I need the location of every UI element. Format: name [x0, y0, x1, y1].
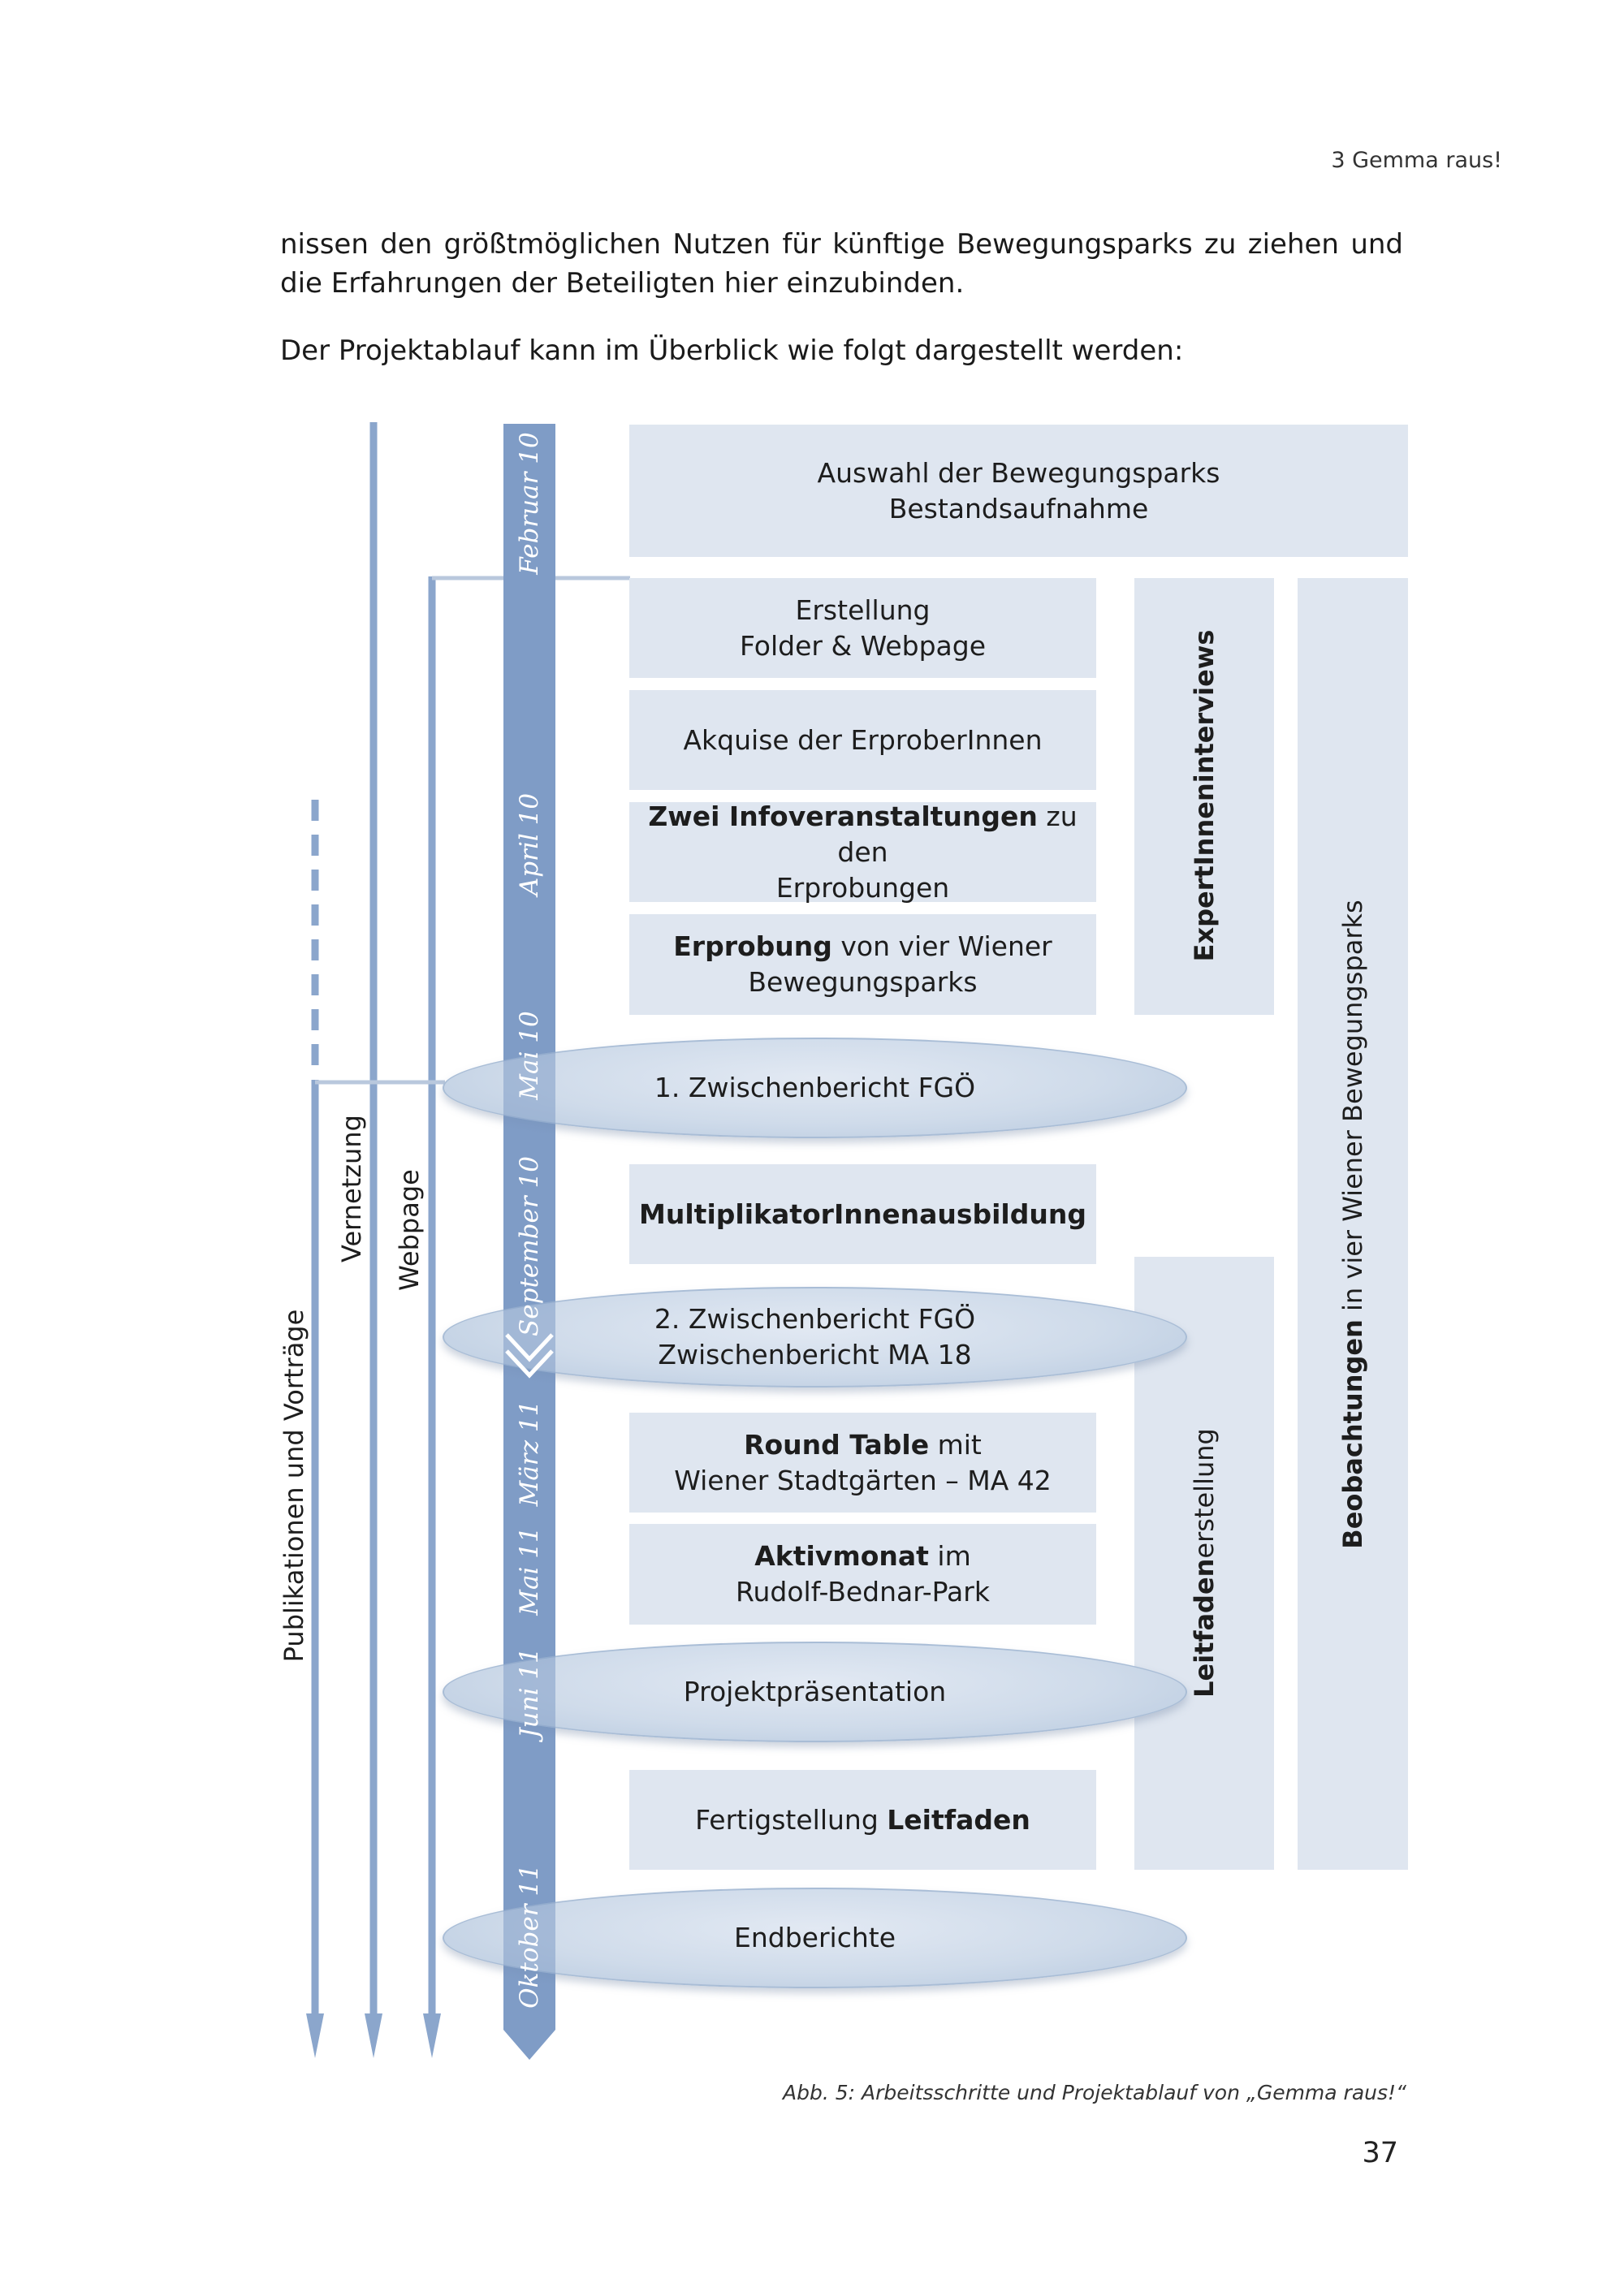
figure-caption: Abb. 5: Arbeitsschritte und Projektablau…: [783, 2081, 1406, 2104]
intro-paragraph: nissen den größtmöglichen Nutzen für kün…: [280, 228, 1403, 300]
timeline-bar-front: [503, 424, 555, 2060]
webpage-arrowhead: [423, 2013, 441, 2058]
step-fertigstellung: Fertigstellung Leitfaden: [629, 1770, 1096, 1870]
month-label: Juni 11: [515, 1647, 544, 1738]
expert-interviews-column: [1134, 578, 1274, 1015]
overview-paragraph: Der Projektablauf kann im Überblick wie …: [280, 334, 1184, 367]
beobachtungen-column: [1298, 578, 1408, 1870]
vernetzung-arrowhead: [365, 2013, 382, 2058]
month-label: Oktober 11: [515, 1864, 544, 2009]
running-header: 3 Gemma raus!: [1331, 148, 1502, 173]
month-label: September 10: [515, 1156, 544, 1336]
timeline-chevron-front: [505, 1333, 554, 1362]
timeline-chevron-front: [505, 1349, 554, 1379]
month-label: Mai 11: [515, 1526, 544, 1616]
page-number: 37: [1362, 2137, 1398, 2169]
month-label: Februar 10: [515, 432, 544, 575]
step-multiplikatorinnen: MultiplikatorInnenausbildung: [629, 1164, 1096, 1264]
milestone-zwischenbericht-1: 1. Zwischenbericht FGÖ: [443, 1038, 1187, 1138]
month-label: Mai 10: [515, 1011, 544, 1100]
month-label: März 11: [515, 1400, 544, 1507]
milestone-endberichte: Endberichte: [443, 1888, 1187, 1988]
milestone-projektpraesentation: Projektpräsentation: [443, 1642, 1187, 1742]
publikationen-arrowhead: [306, 2013, 324, 2058]
step-akquise: Akquise der ErproberInnen: [629, 690, 1096, 790]
month-label: April 10: [515, 792, 544, 896]
leitfaden-column: [1134, 1257, 1274, 1870]
